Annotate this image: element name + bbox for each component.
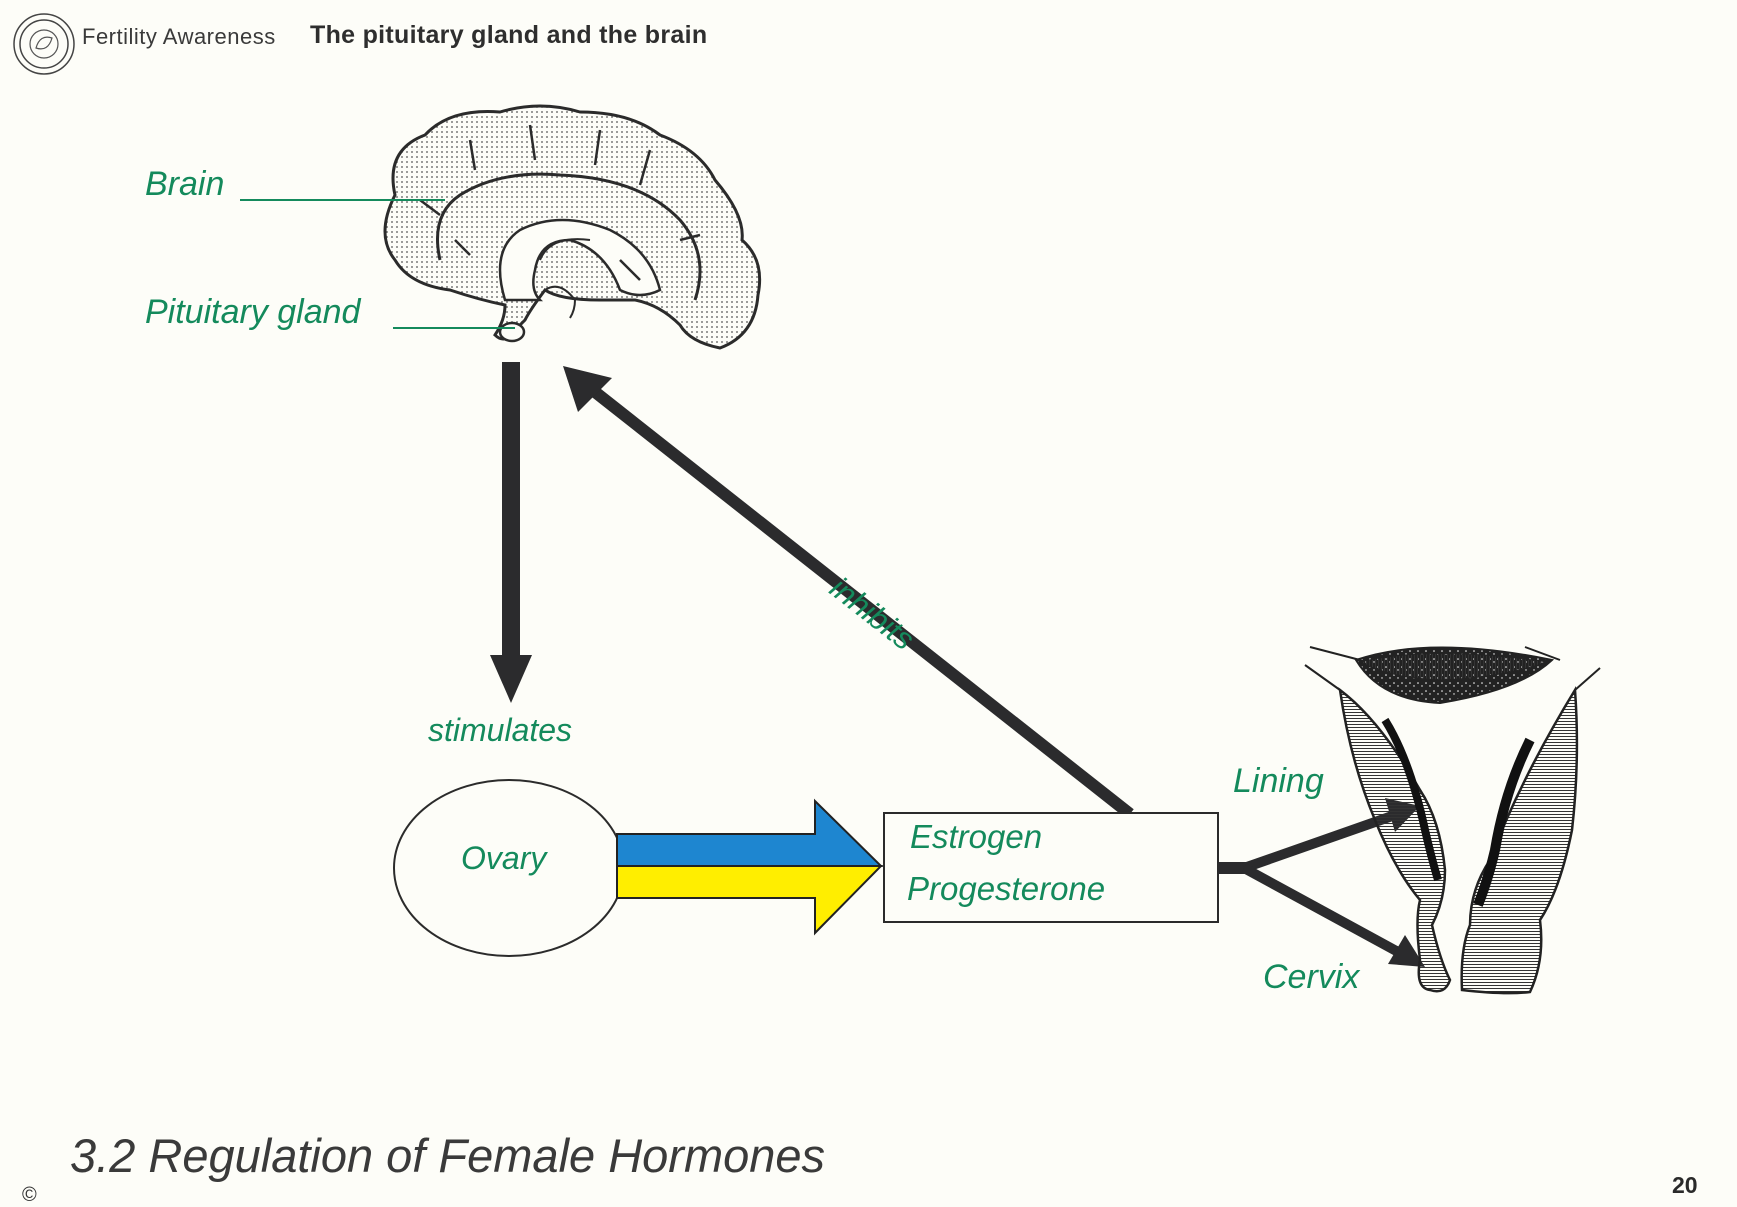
hormone-box <box>883 812 1219 923</box>
page-number: 20 <box>1672 1172 1698 1198</box>
lining-label: Lining <box>1233 762 1324 800</box>
brain-illustration <box>383 104 762 350</box>
cervix-label: Cervix <box>1263 958 1360 996</box>
stimulates-arrow <box>490 362 532 703</box>
brain-label: Brain <box>145 165 225 203</box>
pituitary-gland-shape <box>498 321 526 343</box>
fertility-awareness-logo-icon <box>13 13 75 75</box>
copyright-symbol: © <box>22 1184 37 1206</box>
inhibits-arrow <box>563 366 1134 819</box>
ovary-label: Ovary <box>461 840 547 876</box>
estrogen-label: Estrogen <box>910 818 1043 855</box>
series-title: Fertility Awareness <box>82 24 276 49</box>
progesterone-label: Progesterone <box>907 870 1106 907</box>
uterus-illustration <box>1304 646 1601 995</box>
page-title: The pituitary gland and the brain <box>310 21 708 49</box>
stimulates-label: stimulates <box>428 712 573 748</box>
hormone-output-arrow <box>616 798 884 936</box>
cervix-arrowhead <box>1388 935 1425 967</box>
section-title: 3.2 Regulation of Female Hormones <box>70 1129 826 1182</box>
pituitary-gland-label: Pituitary gland <box>145 293 361 331</box>
